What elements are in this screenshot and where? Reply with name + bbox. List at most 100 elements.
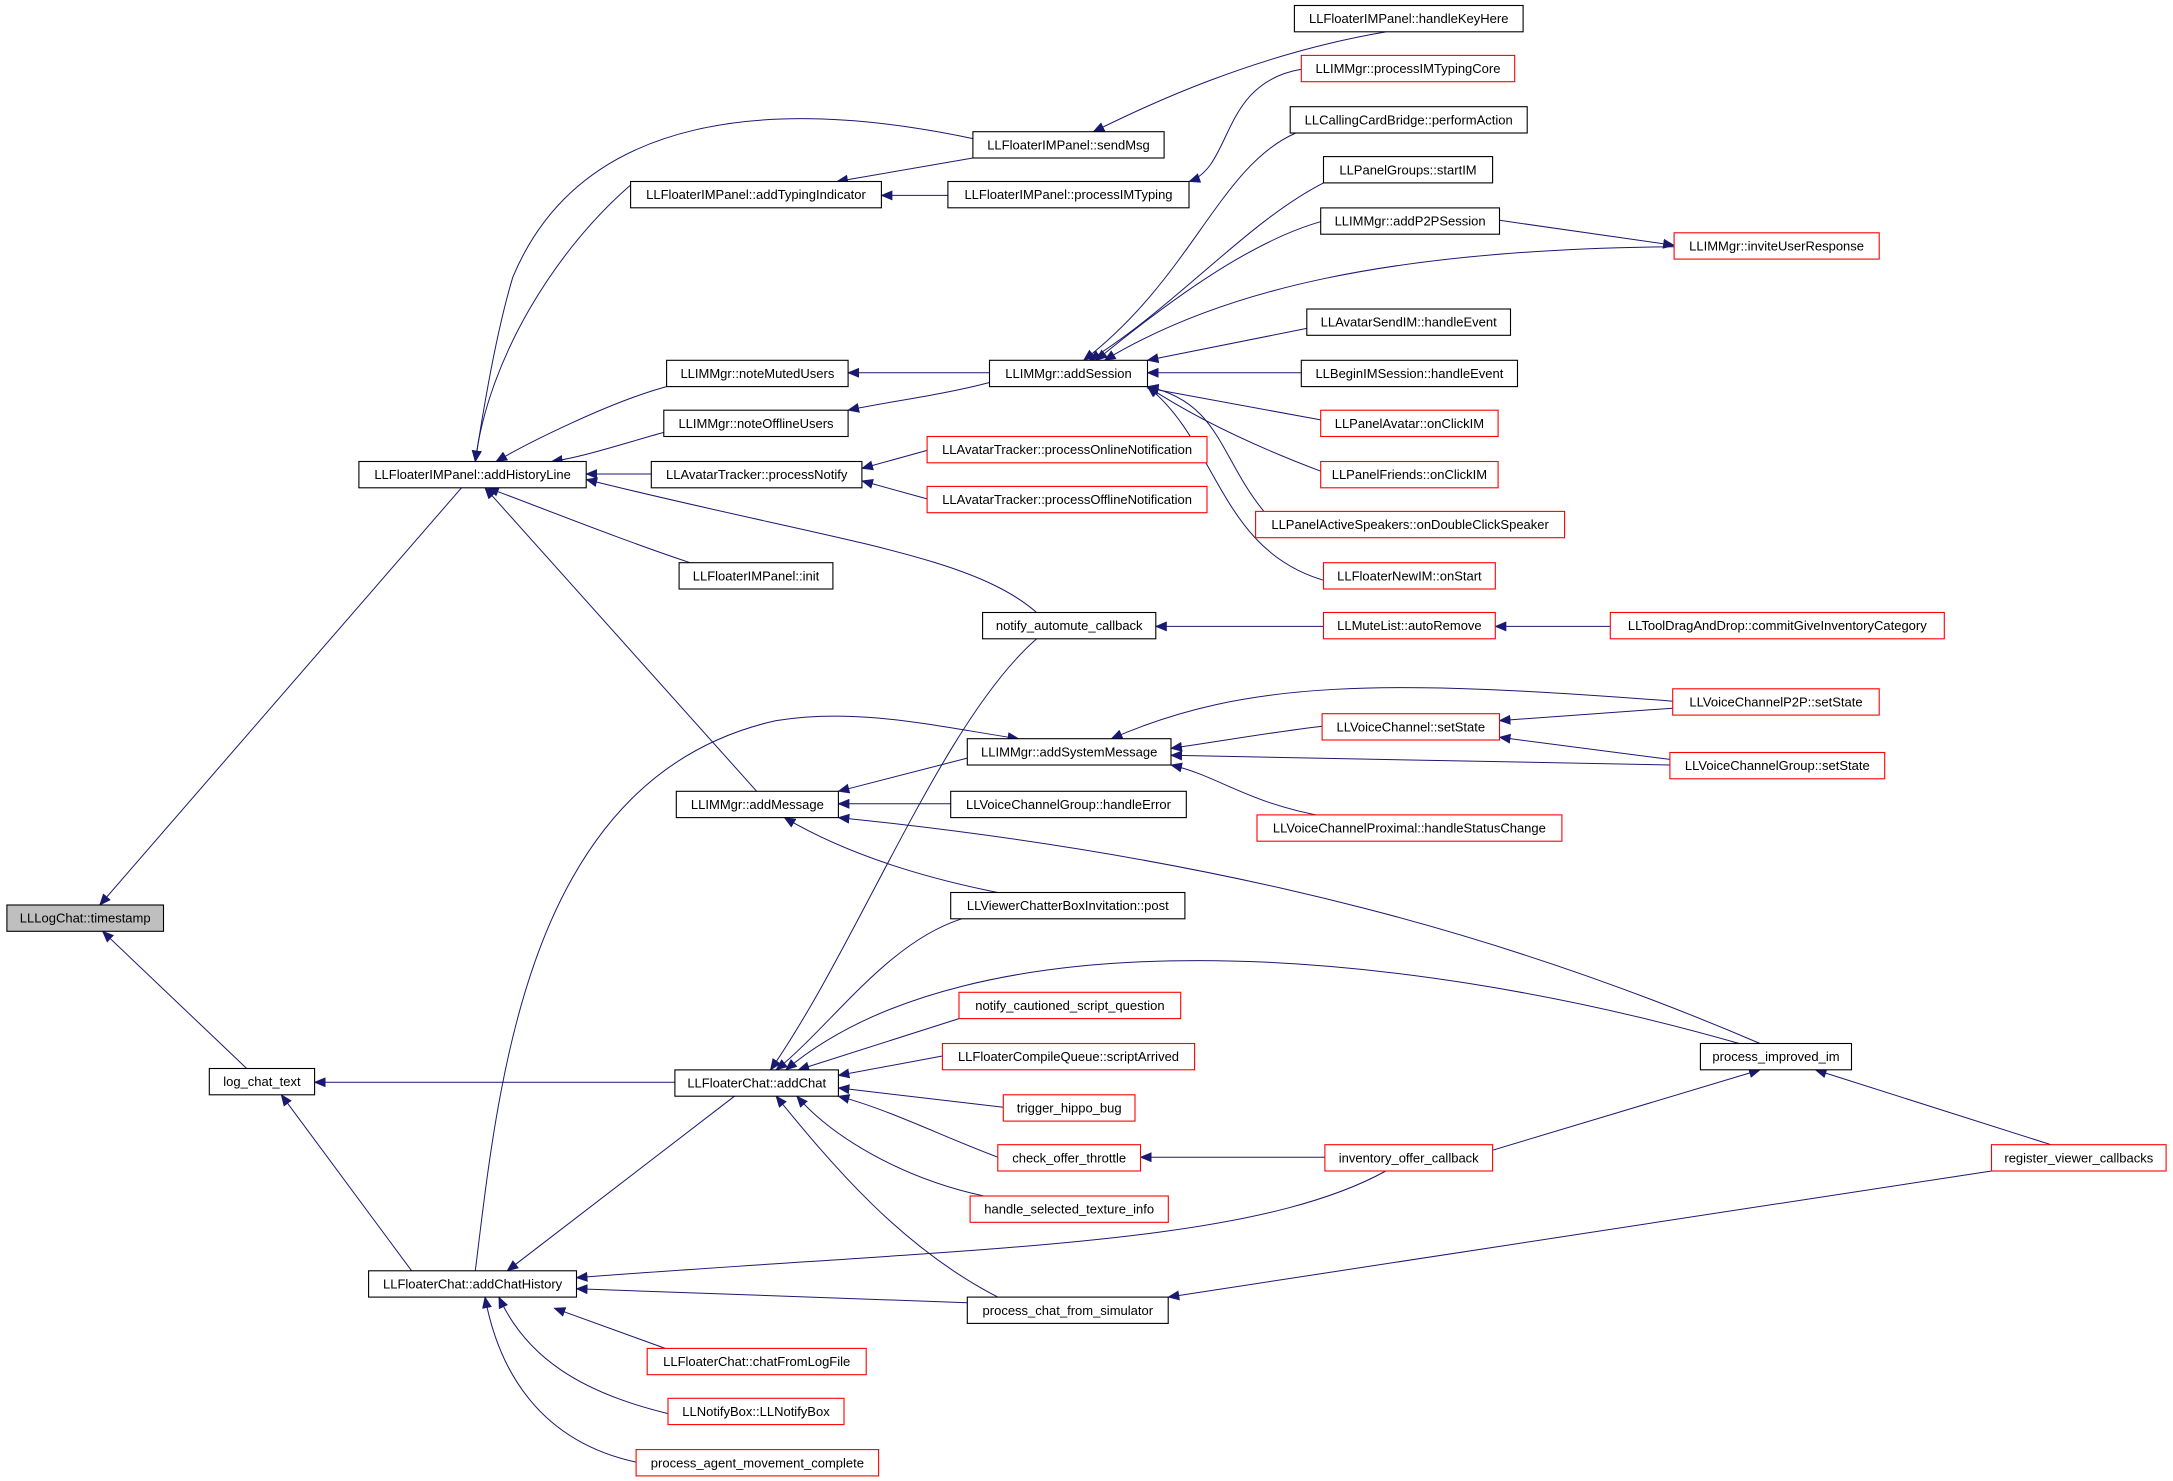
node-panelFriendsOnClickIM[interactable]: LLPanelFriends::onClickIM bbox=[1320, 460, 1499, 489]
edge-registerViewerCallbacks-to-processChatFromSim bbox=[1167, 1170, 1992, 1301]
node-offlineNotification[interactable]: LLAvatarTracker::processOfflineNotificat… bbox=[926, 485, 1208, 514]
edge-addChatHistory-to-addSystemMessage bbox=[474, 715, 1020, 1271]
node-box bbox=[1609, 611, 1945, 640]
edge-panelAvatarOnClickIM-to-addSession bbox=[1146, 385, 1321, 421]
node-label: LLIMMgr::noteMutedUsers bbox=[680, 366, 834, 381]
node-box bbox=[635, 1449, 880, 1477]
node-label: LLNotifyBox::LLNotifyBox bbox=[682, 1404, 830, 1419]
node-startIM[interactable]: LLPanelGroups::startIM bbox=[1322, 156, 1494, 184]
node-processImprovedIM[interactable]: process_improved_im bbox=[1699, 1042, 1853, 1071]
node-activeSpeakers[interactable]: LLPanelActiveSpeakers::onDoubleClickSpea… bbox=[1255, 510, 1566, 539]
node-processIMTyping[interactable]: LLFloaterIMPanel::processIMTyping bbox=[947, 180, 1190, 209]
edge-onlineNotification-to-processNotify bbox=[861, 449, 928, 471]
node-triggerHippo[interactable]: trigger_hippo_bug bbox=[1002, 1094, 1136, 1122]
node-checkOfferThrottle[interactable]: check_offer_throttle bbox=[997, 1144, 1142, 1172]
edge-notifyCautioned-to-addChat bbox=[797, 1018, 960, 1072]
node-voiceGroupHandleError[interactable]: LLVoiceChannelGroup::handleError bbox=[950, 790, 1187, 819]
node-addTypingIndicator[interactable]: LLFloaterIMPanel::addTypingIndicator bbox=[630, 180, 882, 209]
node-timestamp[interactable]: LLLogChat::timestamp bbox=[6, 904, 165, 932]
node-noteMutedUsers[interactable]: LLIMMgr::noteMutedUsers bbox=[666, 359, 849, 388]
node-panelAvatarOnClickIM[interactable]: LLPanelAvatar::onClickIM bbox=[1320, 409, 1499, 438]
node-notifyCautioned[interactable]: notify_cautioned_script_question bbox=[958, 991, 1182, 1020]
node-box bbox=[1673, 232, 1880, 260]
edge-notifyAutomute-to-addChat bbox=[769, 638, 1037, 1071]
node-box bbox=[950, 790, 1187, 819]
edge-inventoryOfferCallback-to-processImprovedIM bbox=[1492, 1068, 1761, 1151]
edge-notifyAutomute-to-addHistoryLine bbox=[585, 477, 1037, 613]
node-voiceGroupSetState[interactable]: LLVoiceChannelGroup::setState bbox=[1669, 751, 1886, 780]
node-box bbox=[1002, 1094, 1136, 1122]
node-label: notify_automute_callback bbox=[996, 618, 1143, 633]
node-label: LLBeginIMSession::handleEvent bbox=[1315, 366, 1503, 381]
node-box bbox=[1300, 54, 1516, 83]
node-chatFromLogFile[interactable]: LLFloaterChat::chatFromLogFile bbox=[646, 1347, 867, 1376]
node-addChatHistory[interactable]: LLFloaterChat::addChatHistory bbox=[368, 1270, 578, 1298]
node-voiceSetState[interactable]: LLVoiceChannel::setState bbox=[1321, 713, 1501, 741]
node-label: trigger_hippo_bug bbox=[1017, 1101, 1122, 1116]
node-voiceProximal[interactable]: LLVoiceChannelProximal::handleStatusChan… bbox=[1256, 814, 1563, 842]
edge-addTypingIndicator-to-addHistoryLine bbox=[471, 181, 636, 463]
node-notifyAutomute[interactable]: notify_automute_callback bbox=[982, 611, 1157, 640]
node-addChat[interactable]: LLFloaterChat::addChat bbox=[674, 1069, 839, 1097]
node-handleSelectedTexture[interactable]: handle_selected_texture_info bbox=[969, 1195, 1169, 1223]
node-label: LLCallingCardBridge::performAction bbox=[1305, 112, 1513, 127]
node-box bbox=[958, 991, 1182, 1020]
node-onlineNotification[interactable]: LLAvatarTracker::processOnlineNotificati… bbox=[926, 435, 1208, 464]
node-performAction[interactable]: LLCallingCardBridge::performAction bbox=[1289, 106, 1528, 134]
node-muteAutoRemove[interactable]: LLMuteList::autoRemove bbox=[1322, 611, 1496, 640]
edge-voiceGroupSetState-to-voiceSetState bbox=[1498, 733, 1670, 760]
node-box bbox=[972, 131, 1165, 159]
node-box bbox=[1324, 1144, 1494, 1172]
node-box bbox=[1320, 207, 1501, 235]
node-sendMsg[interactable]: LLFloaterIMPanel::sendMsg bbox=[972, 131, 1165, 159]
node-inviteUserResponse[interactable]: LLIMMgr::inviteUserResponse bbox=[1673, 232, 1880, 260]
node-beginIMSession[interactable]: LLBeginIMSession::handleEvent bbox=[1300, 359, 1519, 388]
edge-chatterBoxPost-to-addChat bbox=[775, 918, 962, 1071]
node-chatterBoxPost[interactable]: LLViewerChatterBoxInvitation::post bbox=[950, 891, 1186, 920]
node-scriptArrived[interactable]: LLFloaterCompileQueue::scriptArrived bbox=[941, 1042, 1196, 1071]
edge-addChatHistory-to-log_chat_text bbox=[280, 1093, 413, 1272]
node-addHistoryLine[interactable]: LLFloaterIMPanel::addHistoryLine bbox=[358, 460, 587, 489]
edge-voiceGroupSetState-to-addSystemMessage bbox=[1170, 750, 1670, 766]
edge-addChat-to-addChatHistory bbox=[506, 1095, 735, 1272]
edge-processChatFromSim-to-addChat bbox=[775, 1095, 999, 1298]
node-addSystemMessage[interactable]: LLIMMgr::addSystemMessage bbox=[966, 738, 1172, 766]
node-box bbox=[941, 1042, 1196, 1071]
node-addP2PSession[interactable]: LLIMMgr::addP2PSession bbox=[1320, 207, 1501, 235]
node-floaterNewIM[interactable]: LLFloaterNewIM::onStart bbox=[1322, 562, 1496, 590]
edge-voiceP2PSetState-to-voiceSetState bbox=[1498, 707, 1673, 725]
node-label: LLFloaterIMPanel::init bbox=[693, 568, 820, 583]
node-registerViewerCallbacks[interactable]: register_viewer_callbacks bbox=[1990, 1144, 2167, 1172]
node-box bbox=[358, 460, 587, 489]
node-imPanelInit[interactable]: LLFloaterIMPanel::init bbox=[678, 562, 834, 590]
node-noteOfflineUsers[interactable]: LLIMMgr::noteOfflineUsers bbox=[663, 409, 849, 438]
node-box bbox=[1256, 814, 1563, 842]
node-inventoryOfferCallback[interactable]: inventory_offer_callback bbox=[1324, 1144, 1494, 1172]
edge-scriptArrived-to-addChat bbox=[837, 1055, 943, 1079]
node-handleKeyHere[interactable]: LLFloaterIMPanel::handleKeyHere bbox=[1293, 4, 1524, 33]
node-avatarSendIM[interactable]: LLAvatarSendIM::handleEvent bbox=[1306, 308, 1512, 336]
node-label: LLVoiceChannelGroup::handleError bbox=[966, 797, 1172, 812]
node-notifyBox[interactable]: LLNotifyBox::LLNotifyBox bbox=[667, 1397, 845, 1426]
node-log_chat_text[interactable]: log_chat_text bbox=[208, 1067, 316, 1096]
edge-sendMsg-to-addHistoryLine bbox=[472, 118, 974, 463]
node-processNotify[interactable]: LLAvatarTracker::processNotify bbox=[650, 460, 863, 489]
node-processChatFromSim[interactable]: process_chat_from_simulator bbox=[966, 1296, 1169, 1324]
edge-checkOfferThrottle-to-addChat bbox=[837, 1094, 998, 1158]
node-label: log_chat_text bbox=[223, 1074, 301, 1089]
node-label: LLFloaterIMPanel::addHistoryLine bbox=[374, 467, 571, 482]
node-box bbox=[663, 409, 849, 438]
edge-sendMsg-to-addTypingIndicator bbox=[836, 157, 973, 185]
node-voiceP2PSetState[interactable]: LLVoiceChannelP2P::setState bbox=[1672, 688, 1880, 716]
node-label: LLMuteList::autoRemove bbox=[1337, 618, 1482, 633]
node-addMessage[interactable]: LLIMMgr::addMessage bbox=[675, 790, 839, 819]
node-label: check_offer_throttle bbox=[1012, 1150, 1126, 1165]
node-box bbox=[674, 1069, 839, 1097]
node-box bbox=[1293, 4, 1524, 33]
node-box bbox=[1300, 359, 1519, 388]
node-commitGiveInventory[interactable]: LLToolDragAndDrop::commitGiveInventoryCa… bbox=[1609, 611, 1945, 640]
node-addSession[interactable]: LLIMMgr::addSession bbox=[988, 359, 1149, 388]
node-agentMovement[interactable]: process_agent_movement_complete bbox=[635, 1449, 880, 1477]
node-processIMTypingCore[interactable]: LLIMMgr::processIMTypingCore bbox=[1300, 54, 1516, 83]
